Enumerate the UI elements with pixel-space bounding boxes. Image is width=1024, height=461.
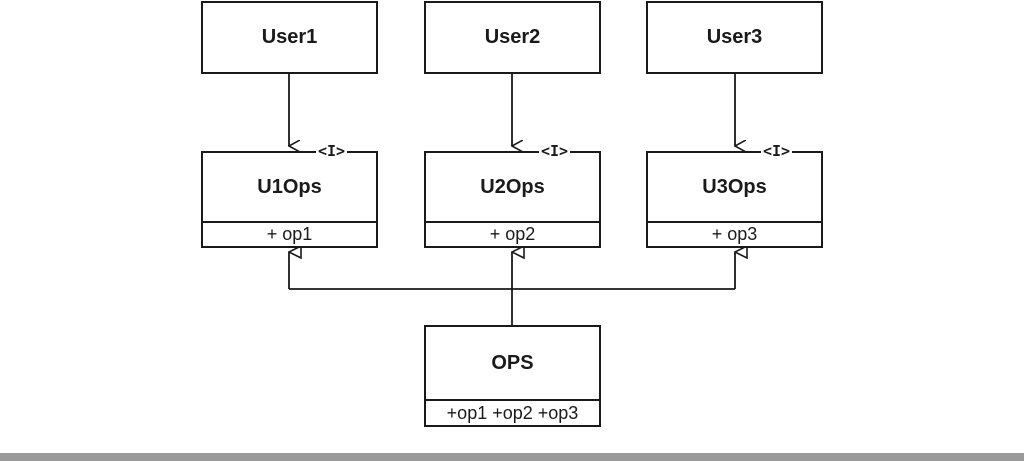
bottom-divider-bar [0, 453, 1024, 461]
u1ops-operation: + op1 [266, 224, 313, 244]
u2ops-interface-box: U2Ops [424, 151, 601, 222]
u3ops-name: U3Ops [702, 176, 767, 198]
u3ops-operation: + op3 [711, 224, 758, 244]
u3ops-operations: + op3 [646, 221, 823, 248]
u2ops-stereotype: <I> [539, 142, 571, 160]
ops-class-operations: +op1 +op2 +op3 [424, 399, 601, 427]
user3-label: User3 [706, 26, 763, 48]
user3-box: User3 [646, 1, 823, 74]
u1ops-name: U1Ops [257, 176, 322, 198]
u2ops-operations: + op2 [424, 221, 601, 248]
u1ops-operations: + op1 [201, 221, 378, 248]
u2ops-name: U2Ops [480, 176, 545, 198]
ops-class-name: OPS [491, 352, 534, 374]
u3ops-interface-box: U3Ops [646, 151, 823, 222]
user2-label: User2 [484, 26, 541, 48]
user2-box: User2 [424, 1, 601, 74]
ops-class-box: OPS [424, 325, 601, 400]
user1-label: User1 [261, 26, 318, 48]
user1-box: User1 [201, 1, 378, 74]
u1ops-interface-box: U1Ops [201, 151, 378, 222]
u2ops-operation: + op2 [489, 224, 536, 244]
u1ops-stereotype: <I> [316, 142, 348, 160]
u3ops-stereotype: <I> [761, 142, 793, 160]
ops-operations-text: +op1 +op2 +op3 [446, 402, 579, 423]
